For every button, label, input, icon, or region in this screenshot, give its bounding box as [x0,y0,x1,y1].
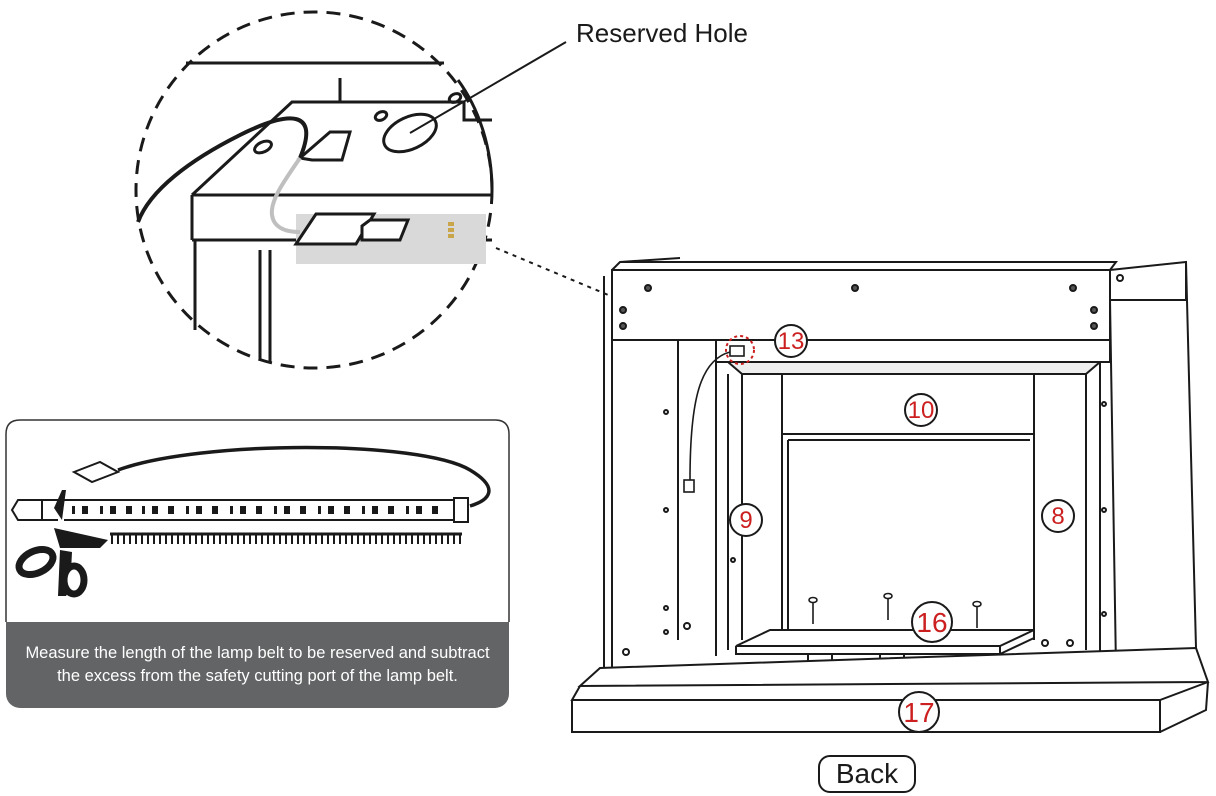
zoom-detail [134,10,567,370]
zoom-circle [134,10,494,370]
fireplace-mantel [570,257,1210,733]
part-callout-9: 9 [729,503,763,537]
instruction-caption: Measure the length of the lamp belt to b… [6,622,509,708]
scissors-icon [15,490,108,604]
instruction-text: Measure the length of the lamp belt to b… [25,644,490,685]
svg-text:9: 9 [739,507,752,534]
part-callout-17: 17 [898,691,940,733]
lamp-belt-panel [5,419,510,622]
svg-text:13: 13 [778,328,805,355]
svg-text:16: 16 [916,607,947,638]
back-button[interactable]: Back [818,755,916,793]
svg-text:8: 8 [1051,503,1064,530]
reserved-hole-leader [409,41,567,134]
svg-text:10: 10 [908,397,935,424]
part-callout-8: 8 [1041,499,1075,533]
reserved-hole-label: Reserved Hole [576,18,748,48]
reserved-hole-highlight [725,335,755,365]
reserved-hole [382,112,438,154]
part-callout-13: 13 [774,324,808,358]
led-strip [41,499,463,521]
adhesive-teeth [111,534,461,544]
part-callout-10: 10 [904,393,938,427]
svg-text:17: 17 [903,697,934,728]
part-callout-16: 16 [911,601,953,643]
